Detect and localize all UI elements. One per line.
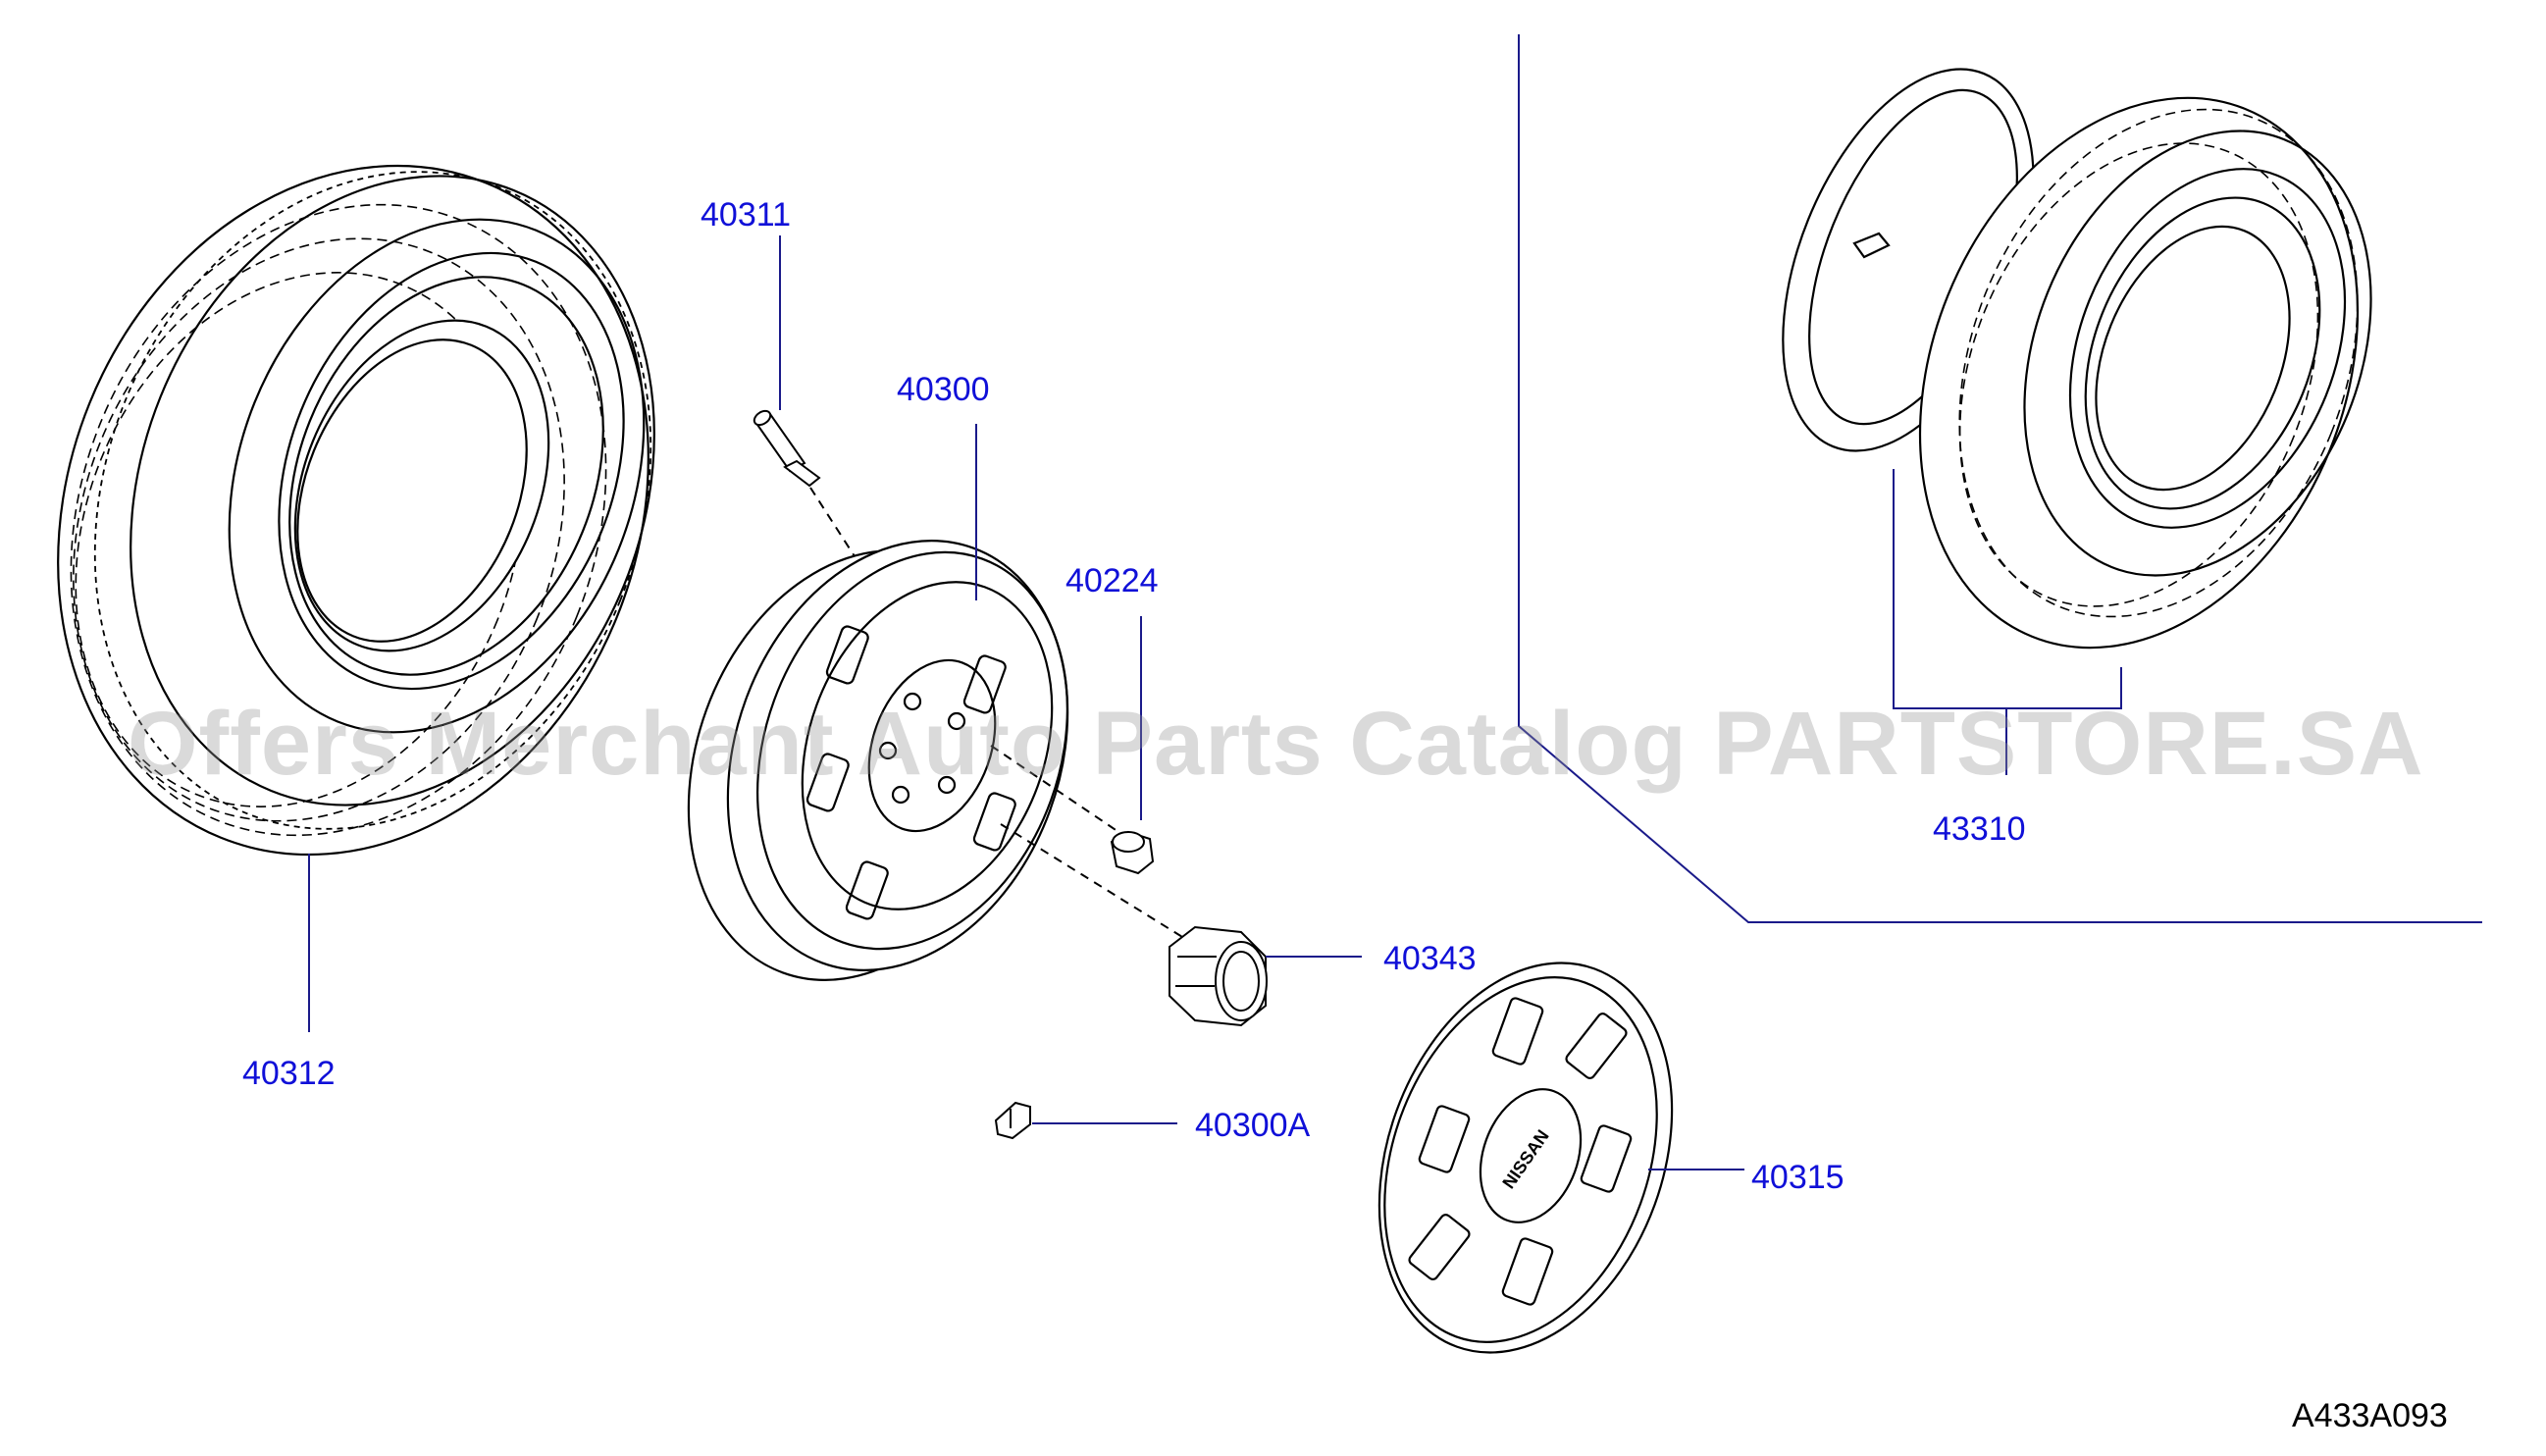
part-label-40315[interactable]: 40315 bbox=[1751, 1159, 1845, 1196]
panel-divider bbox=[1518, 34, 2482, 923]
assembly-dash bbox=[1000, 823, 1188, 941]
part-label-40300[interactable]: 40300 bbox=[897, 371, 990, 408]
wheel-nut-icon[interactable] bbox=[1110, 830, 1155, 875]
balance-weight-icon[interactable] bbox=[994, 1101, 1031, 1140]
part-label-40224[interactable]: 40224 bbox=[1065, 562, 1159, 599]
spare-tire-icon[interactable] bbox=[1733, 31, 2436, 713]
part-label-40312[interactable]: 40312 bbox=[242, 1055, 336, 1092]
assembly-dash bbox=[990, 745, 1134, 843]
leader-line bbox=[1893, 469, 2122, 775]
center-cap-icon[interactable] bbox=[1169, 925, 1268, 1027]
drawing-code: A433A093 bbox=[2292, 1397, 2448, 1434]
watermark-text: Offers Merchant Auto Parts Catalog PARTS… bbox=[128, 694, 2424, 794]
part-label-40343[interactable]: 40343 bbox=[1383, 940, 1477, 977]
part-label-43310[interactable]: 43310 bbox=[1933, 810, 2026, 848]
part-label-40300A[interactable]: 40300A bbox=[1195, 1107, 1311, 1144]
tire-icon[interactable] bbox=[0, 77, 750, 945]
wheel-cover-icon[interactable] bbox=[1327, 921, 1723, 1393]
part-label-40311[interactable]: 40311 bbox=[701, 196, 792, 234]
valve-stem-icon[interactable] bbox=[752, 408, 821, 488]
wheel-rim-icon[interactable] bbox=[631, 493, 1125, 1028]
